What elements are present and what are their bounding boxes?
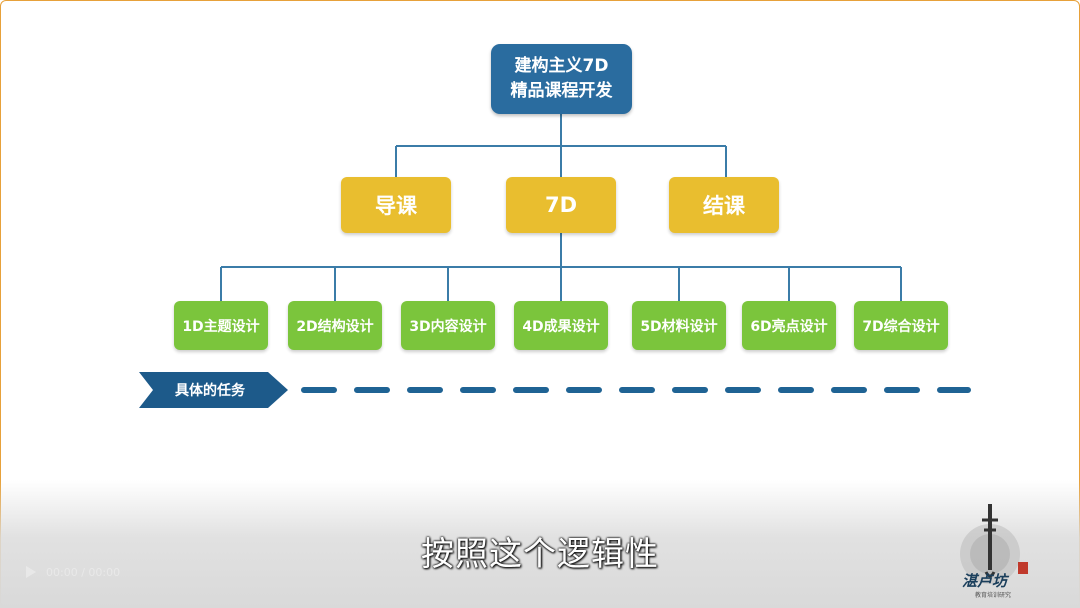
node-2d-label: 2D结构设计 bbox=[296, 318, 374, 335]
root-title: 建构主义7D bbox=[514, 56, 609, 76]
node-7d: 7D bbox=[506, 177, 616, 233]
subtitle-bar bbox=[0, 480, 1080, 608]
node-1d-label: 1D主题设计 bbox=[182, 318, 260, 335]
node-closing: 结课 bbox=[669, 177, 779, 233]
node-7d-synthesis: 7D综合设计 bbox=[854, 301, 948, 350]
time-readout: 00:00 / 00:00 bbox=[46, 565, 121, 579]
node-1d-theme: 1D主题设计 bbox=[174, 301, 268, 350]
logo-text: 湛卢坊 bbox=[962, 572, 1010, 590]
logo-subtext: 教育培训研究 bbox=[975, 591, 1011, 599]
node-7d-label: 7D bbox=[544, 193, 578, 217]
node-3d-content: 3D内容设计 bbox=[401, 301, 495, 350]
connector-lines bbox=[220, 114, 902, 301]
node-3d-label: 3D内容设计 bbox=[409, 318, 487, 335]
node-intro-label: 导课 bbox=[375, 194, 417, 218]
node-7d-synth-label: 7D综合设计 bbox=[862, 318, 940, 335]
task-label: 具体的任务 bbox=[175, 383, 245, 399]
node-intro: 导课 bbox=[341, 177, 451, 233]
subtitle-text: 按照这个逻辑性 bbox=[421, 534, 659, 573]
node-5d-material: 5D材料设计 bbox=[632, 301, 726, 350]
brand-logo: 湛卢坊 教育培训研究 bbox=[960, 504, 1028, 599]
play-icon[interactable] bbox=[26, 566, 36, 578]
node-4d-label: 4D成果设计 bbox=[522, 318, 600, 335]
node-4d-outcome: 4D成果设计 bbox=[514, 301, 608, 350]
root-subtitle: 精品课程开发 bbox=[510, 81, 613, 101]
node-2d-structure: 2D结构设计 bbox=[288, 301, 382, 350]
node-closing-label: 结课 bbox=[703, 194, 745, 218]
node-5d-label: 5D材料设计 bbox=[640, 318, 718, 335]
node-6d-label: 6D亮点设计 bbox=[750, 318, 828, 335]
task-arrow-shape bbox=[139, 372, 288, 408]
root-node: 建构主义7D 精品课程开发 bbox=[491, 44, 632, 114]
task-dashed-line bbox=[301, 387, 971, 393]
player-controls[interactable]: 00:00 / 00:00 bbox=[26, 562, 120, 582]
node-6d-highlight: 6D亮点设计 bbox=[742, 301, 836, 350]
